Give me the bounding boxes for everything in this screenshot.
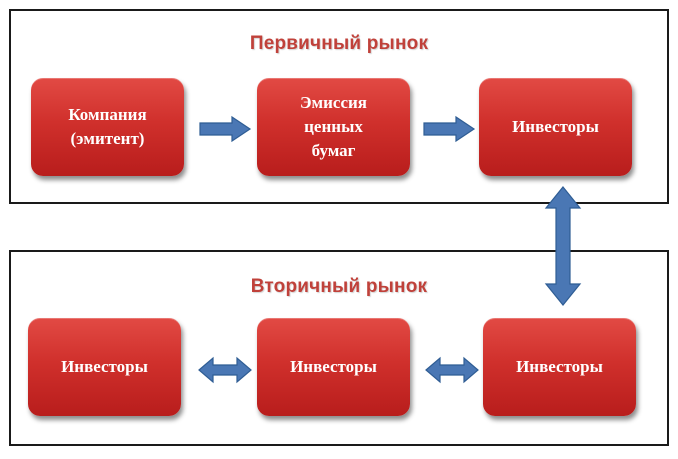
- double-arrow-icon-1: [198, 356, 252, 384]
- right-arrow-icon-2: [423, 115, 476, 143]
- box-secondary-investors-1: Инвесторы: [28, 318, 181, 416]
- box-secondary-investors-3: Инвесторы: [483, 318, 636, 416]
- box-secondary-investors-2: Инвесторы: [257, 318, 410, 416]
- double-arrow-icon-2: [425, 356, 479, 384]
- secondary-market-title: Вторичный рынок: [250, 276, 428, 297]
- box-primary-investors: Инвесторы: [479, 78, 632, 176]
- primary-market-title: Первичный рынок: [249, 33, 429, 54]
- right-arrow-icon-1: [199, 115, 252, 143]
- box-securities-issue: Эмиссия ценных бумаг: [257, 78, 410, 176]
- vertical-double-arrow-icon: [544, 186, 582, 306]
- box-company-issuer: Компания (эмитент): [31, 78, 184, 176]
